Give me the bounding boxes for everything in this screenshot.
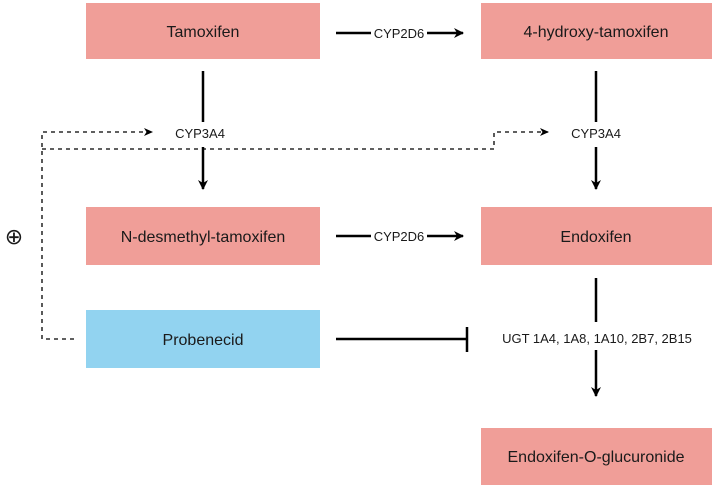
arrow-endoxifen-to-glucuronide: UGT 1A4, 1A8, 1A10, 2B7, 2B15 [502, 278, 692, 397]
arrow-n-desmethyl-to-endoxifen: CYP2D6 [336, 227, 464, 245]
arrow-4-hydroxy-to-endoxifen: CYP3A4 [571, 71, 621, 190]
node-endoxifen: Endoxifen [481, 207, 712, 265]
enzyme-cyp2d6-middle: CYP2D6 [374, 229, 425, 244]
node-4-hydroxy-tamoxifen: 4-hydroxy-tamoxifen [481, 3, 712, 59]
node-n-desmethyl-tamoxifen-label: N-desmethyl-tamoxifen [121, 229, 286, 246]
enzyme-cyp2d6-top: CYP2D6 [374, 26, 425, 41]
induction-plus-icon: ⊕ [5, 225, 23, 250]
arrow-tamoxifen-to-n-desmethyl: CYP3A4 [175, 71, 225, 190]
enzyme-cyp3a4-left: CYP3A4 [175, 126, 225, 141]
induction-probenecid-cyp3a4 [41, 128, 549, 340]
node-4-hydroxy-tamoxifen-label: 4-hydroxy-tamoxifen [524, 24, 669, 41]
node-probenecid-label: Probenecid [163, 332, 244, 349]
node-endoxifen-o-glucuronide: Endoxifen-O-glucuronide [481, 428, 712, 485]
node-tamoxifen-label: Tamoxifen [167, 24, 240, 41]
node-n-desmethyl-tamoxifen: N-desmethyl-tamoxifen [86, 207, 320, 265]
node-endoxifen-label: Endoxifen [560, 229, 631, 246]
node-tamoxifen: Tamoxifen [86, 3, 320, 59]
arrow-tamoxifen-to-4-hydroxy: CYP2D6 [336, 24, 464, 42]
enzyme-ugt: UGT 1A4, 1A8, 1A10, 2B7, 2B15 [502, 331, 692, 346]
inhibition-probenecid-ugt [336, 327, 469, 352]
node-probenecid: Probenecid [86, 310, 320, 368]
enzyme-cyp3a4-right: CYP3A4 [571, 126, 621, 141]
node-endoxifen-o-glucuronide-label: Endoxifen-O-glucuronide [508, 449, 685, 466]
